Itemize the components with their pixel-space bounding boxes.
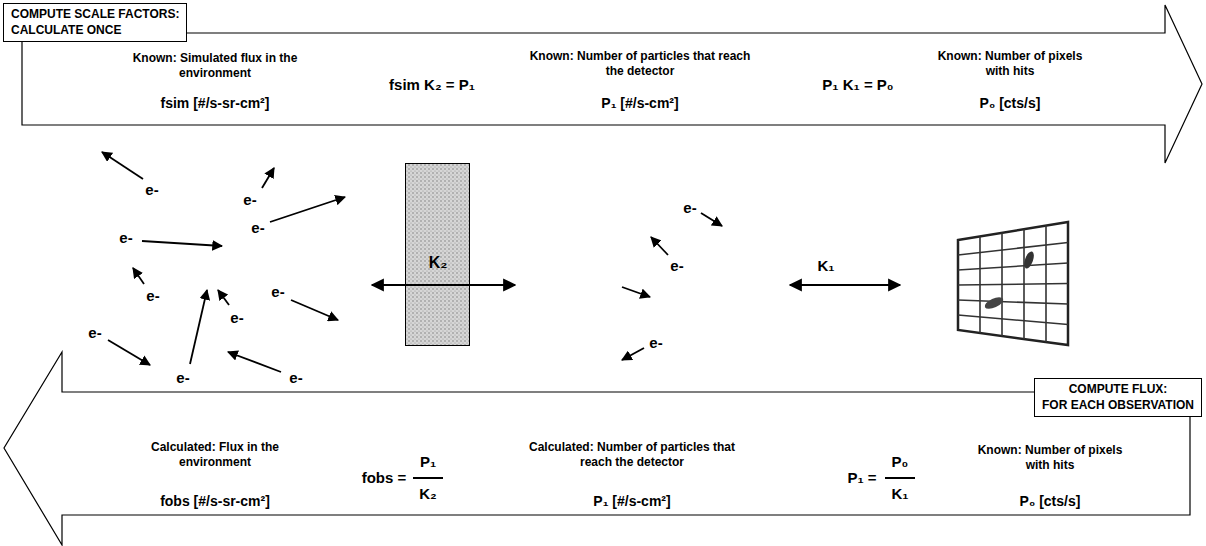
description-text: Calculated: Number of particles that rea… [525,440,740,470]
electron-label: e- [258,283,298,302]
shield-box: K₂ [405,163,470,346]
header-text: COMPUTE SCALE FACTORS: [11,7,179,23]
electron-arrow [228,352,281,372]
equation-text: fobs = [344,469,424,488]
electron-arrow [133,268,144,284]
grid-line [958,284,1068,286]
electron-arrow [651,237,668,255]
fraction-bar [413,477,443,479]
quantity-text: fsim [#/s-sr-cm²] [105,95,325,113]
quantity-text: P₁ [#/s-cm²] [532,493,732,511]
shield-slab [405,163,470,346]
quantity-text: P₀ [cts/s] [930,95,1090,113]
header-text: COMPUTE FLUX: [1042,382,1194,398]
electron-tracks [102,152,722,372]
electron-arrow [270,197,345,222]
electron-arrow [622,348,644,360]
equation-text: P₁ = [832,469,892,488]
quantity-text: Known: Number of particles that reach th… [525,49,755,79]
electron-label: e- [657,257,697,276]
pixel-hit [1022,250,1036,270]
electron-arrow [262,168,274,188]
detector-grid [958,222,1068,345]
electron-label: e- [133,287,173,306]
electron-arrow [291,300,338,320]
grid-line [958,243,1068,256]
grid-line [958,263,1068,270]
header-box: COMPUTE SCALE FACTORS:CALCULATE ONCE [3,3,187,42]
detector-frame [958,222,1068,345]
denominator: K₂ [408,485,448,504]
quantity-text: fsim K₂ = P₁ [357,76,507,95]
electron-label: e- [670,199,710,218]
description-text: Known: Number of pixels with hits [968,443,1133,473]
electron-label: e- [106,229,146,248]
description-text: Known: Simulated flux in the environment [115,51,315,81]
electron-label: e- [238,219,278,238]
quantity-text: P₀ [cts/s] [970,493,1130,511]
electron-arrow [701,213,722,226]
arrow-shape [22,5,1202,163]
electron-arrow [622,287,650,297]
header-text: CALCULATE ONCE [11,23,179,39]
grid-line [958,315,1068,325]
electron-label: e- [276,369,316,388]
electron-arrow [102,152,143,179]
electron-label: e- [217,309,257,328]
electron-label: e- [75,324,115,343]
pixel-hit [983,295,1005,312]
slab-label: K₂ [413,253,463,273]
description-text: Known: Number of pixels with hits [928,49,1093,79]
description-text: P₁ [#/s-cm²] [540,95,740,113]
electron-label: e- [163,369,203,388]
header-text: FOR EACH OBSERVATION [1042,398,1194,414]
header-box: COMPUTE FLUX:FOR EACH OBSERVATION [1034,378,1202,417]
electron-arrow [190,290,207,364]
grid-line [958,300,1068,304]
arrow-shape [4,352,1190,545]
fraction-bar [885,477,915,479]
electron-arrow [142,241,222,246]
description-text: Calculated: Flux in the environment [133,440,298,470]
electron-label: e- [230,191,270,210]
quantity-text: P₁ K₁ = P₀ [788,76,928,95]
electron-arrow [108,340,150,365]
electron-label: e- [636,334,676,353]
double-arrow [790,284,900,286]
numerator: P₀ [880,453,920,472]
numerator: P₁ [408,453,448,472]
denominator: K₁ [880,485,920,504]
quantity-text: fobs [#/s-sr-cm²] [105,493,325,511]
double-arrow [372,284,515,286]
electron-label: e- [132,181,172,200]
arrow-label: K₁ [806,257,846,276]
electron-arrow [218,290,229,305]
